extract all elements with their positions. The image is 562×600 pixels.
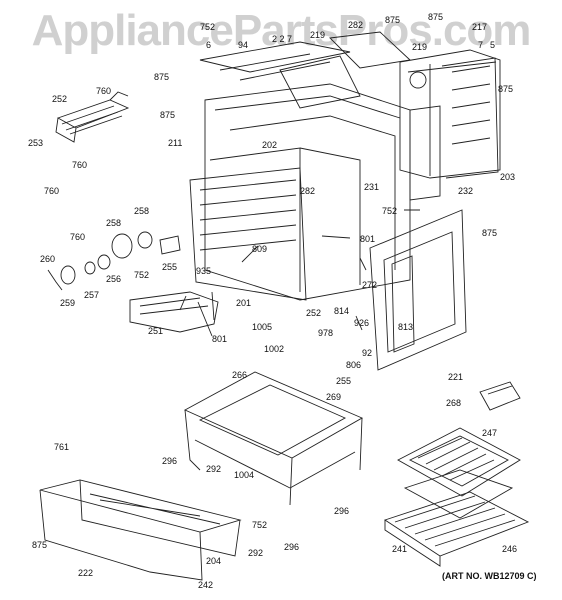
thermostat-parts-drawing <box>47 231 181 291</box>
broiler-pan-drawing <box>397 427 521 519</box>
art-number: (ART NO. WB12709 C) <box>442 571 537 581</box>
part-label: 231 <box>364 182 380 192</box>
part-label: 760 <box>70 232 86 242</box>
oven-rack-drawing <box>383 491 530 567</box>
part-label: 1004 <box>234 470 255 480</box>
part-label: 2 2 7 <box>272 34 293 44</box>
part-label: 809 <box>252 244 268 254</box>
part-label: 269 <box>326 392 342 402</box>
part-label: 252 <box>52 94 68 104</box>
part-label: 258 <box>134 206 150 216</box>
part-label: 242 <box>198 580 214 590</box>
part-label: 266 <box>232 370 248 380</box>
part-label: 875 <box>428 12 444 22</box>
part-label: 752 <box>252 520 268 530</box>
part-label: 204 <box>206 556 222 566</box>
oven-door-drawing <box>369 209 467 371</box>
part-label: 292 <box>206 464 222 474</box>
part-label: 752 <box>200 22 216 32</box>
part-label: 760 <box>72 160 88 170</box>
part-label: 875 <box>160 110 176 120</box>
back-panel-drawing <box>399 49 501 179</box>
part-label: 94 <box>238 40 249 50</box>
part-label: 247 <box>482 428 498 438</box>
watermark: AppliancePartsPros.com <box>31 6 532 55</box>
part-label: 92 <box>362 348 373 358</box>
part-label: 259 <box>60 298 76 308</box>
part-label: 221 <box>448 372 464 382</box>
part-label: 217 <box>472 22 488 32</box>
part-label: 268 <box>446 398 462 408</box>
part-label: 875 <box>154 72 170 82</box>
oven-cavity-drawing <box>189 83 441 301</box>
part-label: 219 <box>412 42 428 52</box>
drawer-support-drawing <box>183 371 364 506</box>
part-label: 255 <box>162 262 178 272</box>
part-label: 257 <box>84 290 100 300</box>
part-label: 760 <box>44 186 60 196</box>
part-label: 219 <box>310 30 326 40</box>
part-label: 211 <box>168 138 183 148</box>
part-label: 875 <box>385 15 401 25</box>
part-label: 253 <box>28 138 44 148</box>
part-label: 282 <box>348 20 364 30</box>
part-label: 241 <box>392 544 408 554</box>
part-label: 752 <box>134 270 150 280</box>
part-label: 260 <box>40 254 56 264</box>
part-label: 202 <box>262 140 278 150</box>
part-label: 255 <box>336 376 352 386</box>
leader-lines <box>179 209 420 337</box>
part-label: 282 <box>300 186 316 196</box>
part-label: 806 <box>346 360 362 370</box>
part-label: 296 <box>162 456 178 466</box>
part-label: 1005 <box>252 322 273 332</box>
bake-element-drawing <box>55 91 130 143</box>
part-label: 246 <box>502 544 518 554</box>
part-label: 6 <box>206 40 212 50</box>
part-label: 5 <box>490 40 496 50</box>
part-label: 7 <box>478 40 484 50</box>
part-label: 875 <box>32 540 48 550</box>
part-label: 222 <box>78 568 94 578</box>
part-label: 761 <box>54 442 70 452</box>
part-label: 935 <box>196 266 212 276</box>
part-label: 258 <box>106 218 122 228</box>
part-label: 926 <box>354 318 370 328</box>
part-label: 201 <box>236 298 252 308</box>
part-label: 296 <box>334 506 350 516</box>
part-label: 272 <box>362 280 378 290</box>
part-label: 296 <box>284 542 300 552</box>
part-label: 252 <box>306 308 322 318</box>
broil-element-drawing <box>129 291 219 333</box>
part-label: 814 <box>334 306 350 316</box>
part-label: 256 <box>106 274 122 284</box>
part-label: 875 <box>482 228 498 238</box>
part-label: 801 <box>212 334 228 344</box>
part-label: 251 <box>148 326 164 336</box>
part-label: 1002 <box>264 344 285 354</box>
part-label: 801 <box>360 234 376 244</box>
part-label: 760 <box>96 86 112 96</box>
part-label: 203 <box>500 172 516 182</box>
part-268-drawing <box>479 381 521 411</box>
part-label: 752 <box>382 206 398 216</box>
part-label: 978 <box>318 328 334 338</box>
part-label: 875 <box>498 84 514 94</box>
part-label: 813 <box>398 322 414 332</box>
part-label: 232 <box>458 186 474 196</box>
part-label: 292 <box>248 548 264 558</box>
storage-drawer-drawing <box>39 479 242 581</box>
